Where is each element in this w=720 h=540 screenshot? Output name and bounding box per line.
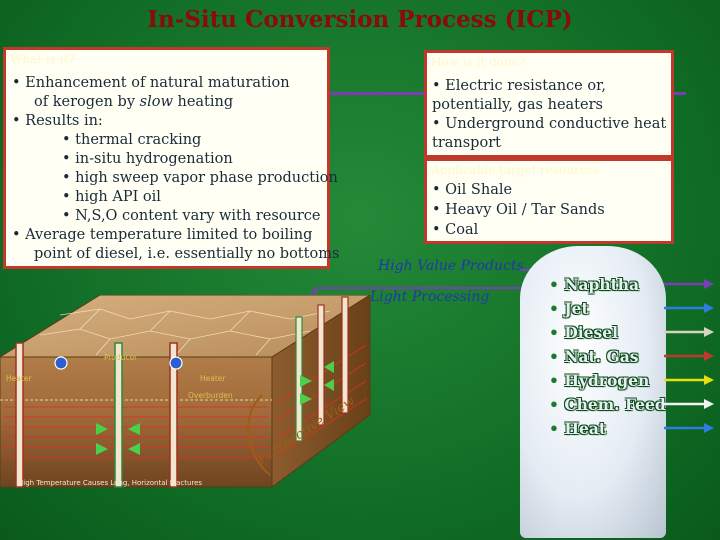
heater-well (341, 296, 349, 414)
box-header: What is it? (10, 52, 75, 66)
producer-well (114, 342, 123, 488)
box-line: • in-situ hydrogenation (62, 151, 233, 167)
product-item: • Naphtha (549, 275, 640, 294)
product-item: • Jet (549, 299, 589, 318)
wells (15, 296, 349, 488)
box-line: point of diesel, i.e. essentially no bot… (34, 246, 340, 262)
box-line: • Results in: (12, 113, 103, 129)
product-arrow-head (704, 375, 714, 385)
box-header: How is it done? (431, 55, 526, 69)
product-arrow-head (704, 327, 714, 337)
product-arrows (664, 279, 714, 433)
well-head-icon (169, 356, 183, 370)
product-item: • Chem. Feed (549, 395, 666, 414)
high-value-products-label: High Value Products (378, 258, 524, 274)
perspective-arrow (247, 394, 271, 476)
box-line: • Oil Shale (432, 182, 513, 198)
product-tank (520, 246, 666, 538)
product-arrow-head (704, 399, 714, 409)
fractures-label: High Temperature Causes Long, Horizontal… (18, 479, 203, 487)
hex-grid (39, 308, 331, 356)
box-line: • high API oil (62, 189, 161, 205)
box-line: • Average temperature limited to boiling (12, 227, 313, 243)
box-line: • high sweep vapor phase production (62, 170, 338, 186)
box-line: potentially, gas heaters (432, 97, 603, 113)
product-arrow-head (704, 303, 714, 313)
heater-well (169, 342, 178, 488)
well-head-icon (54, 356, 68, 370)
slide-title: In-Situ Conversion Process (ICP) (147, 6, 573, 33)
green-flow-arrows (96, 361, 334, 455)
box-line: • thermal cracking (62, 132, 202, 148)
product-item: • Diesel (549, 323, 618, 342)
box-line: • Electric resistance or, (432, 78, 607, 94)
overburden-label: Overburden (188, 391, 233, 400)
heater-well (317, 304, 325, 426)
light-processing-label: Light Processing (370, 289, 490, 305)
what-is-it-box: What is it? • Enhancement of natural mat… (3, 47, 339, 269)
product-item: • Hydrogen (549, 371, 650, 390)
product-arrow-head (704, 279, 714, 289)
box-line: • N,S,O content vary with resource (62, 208, 321, 224)
box-header: Applicable target resources (431, 163, 600, 177)
perspective-block-diagram (0, 295, 371, 488)
box-line: • Heavy Oil / Tar Sands (432, 202, 605, 218)
block-front-face (0, 356, 273, 488)
producer-label: Producer (104, 353, 138, 362)
box-line: transport (432, 135, 501, 151)
product-arrow-head (704, 351, 714, 361)
heater-label-left: Heater (6, 374, 32, 383)
how-is-it-done-box: How is it done? • Electric resistance or… (424, 50, 674, 158)
heater-label-right: Heater (200, 374, 226, 383)
box-line: • Enhancement of natural maturation (12, 75, 290, 91)
product-item: • Heat (549, 419, 607, 438)
connector-line (330, 92, 426, 95)
heater-well (15, 342, 24, 488)
product-arrow-head (704, 423, 714, 433)
target-resources-box: Applicable target resources • Oil Shale … (424, 158, 674, 244)
box-line: • Underground conductive heat (432, 116, 667, 132)
product-item: • Nat. Gas (549, 347, 639, 366)
box-line: • Coal (432, 222, 479, 238)
box-line: of kerogen by slow heating (34, 94, 234, 110)
connector-line-right (672, 92, 686, 95)
